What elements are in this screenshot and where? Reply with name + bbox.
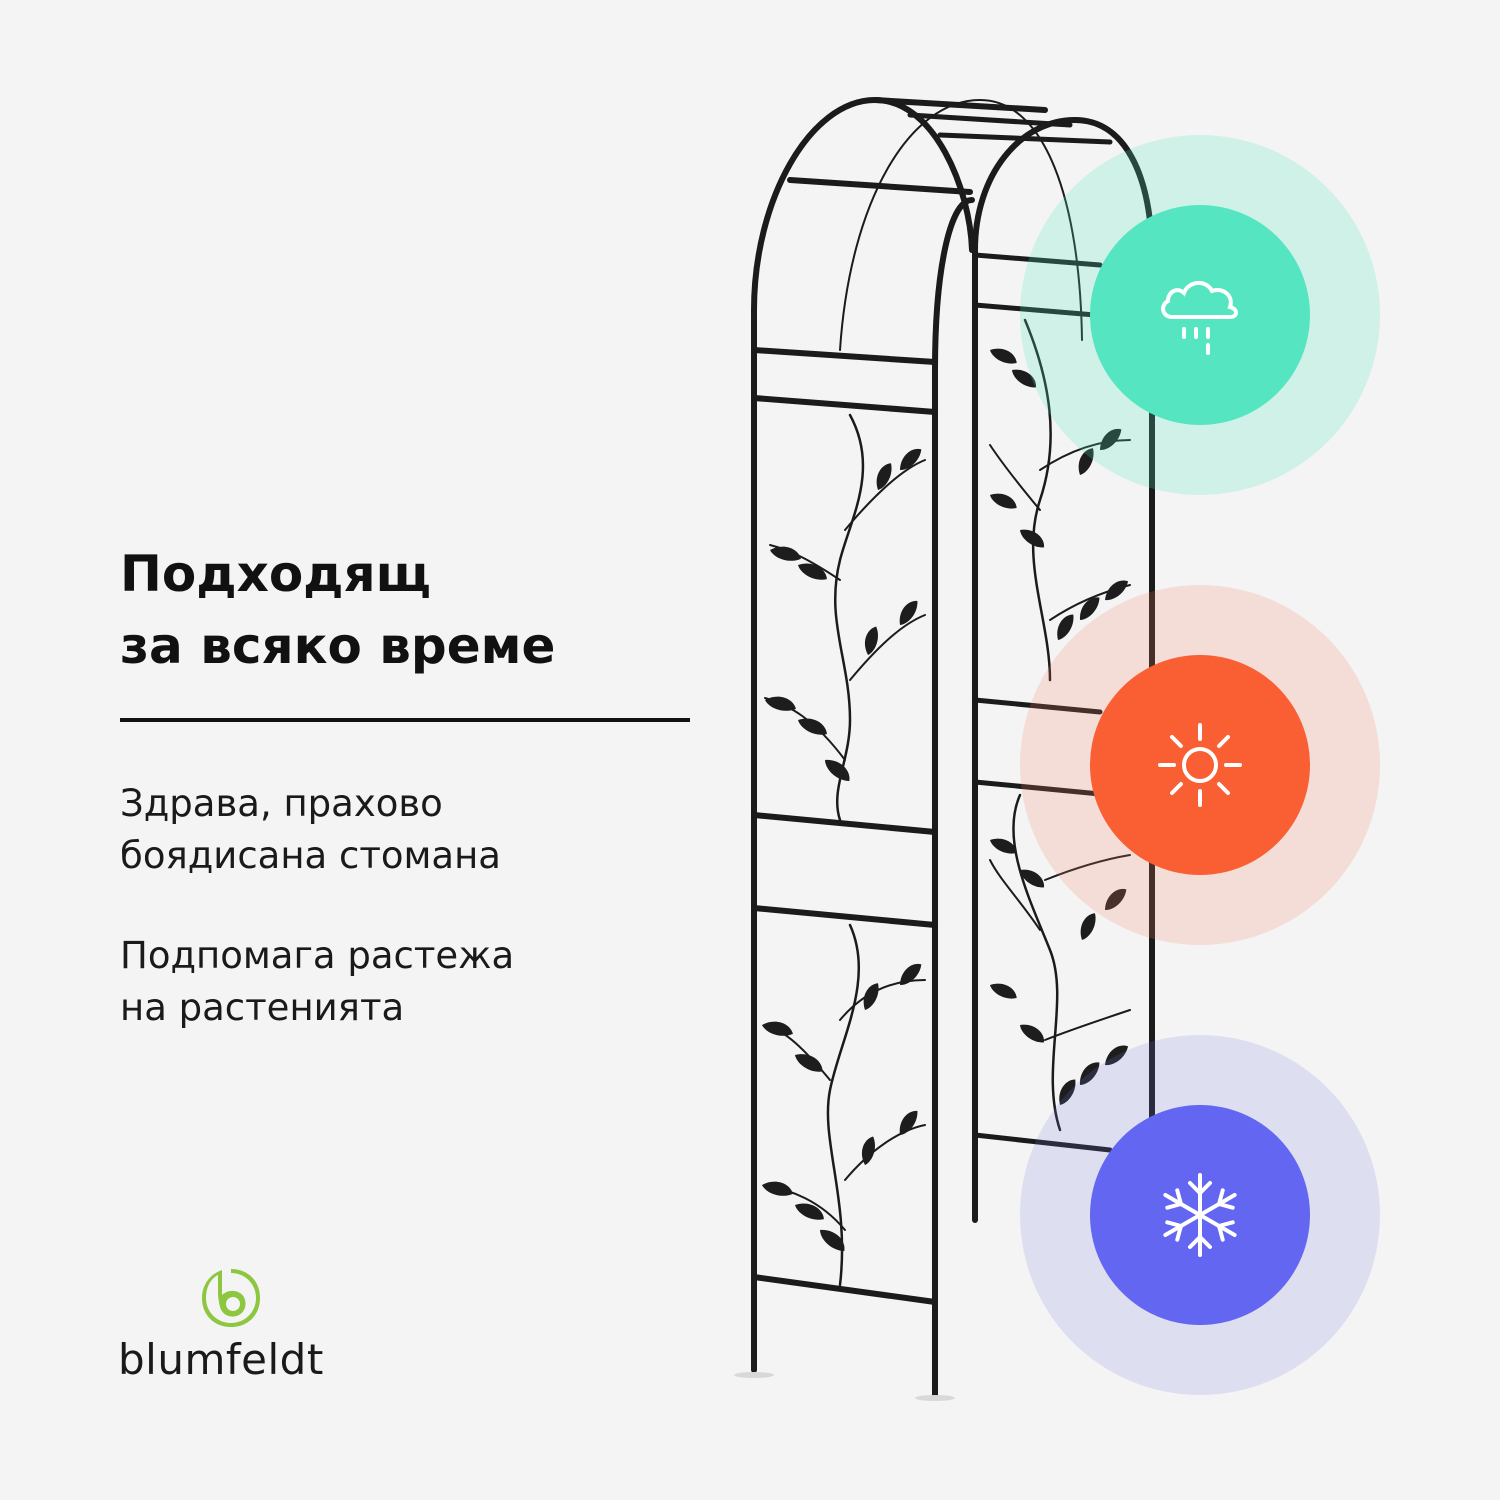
weather-badge-snow [1020,1035,1380,1395]
feature-growth-line-2: на растенията [120,986,405,1029]
divider [120,718,690,722]
feature-growth: Подпомага растежа на растенията [120,930,740,1034]
feature-steel: Здрава, прахово боядисана стомана [120,778,740,882]
sun-icon [1158,723,1242,807]
weather-badge-snow-circle [1090,1105,1310,1325]
snowflake-icon [1163,1173,1237,1257]
rain-cloud-icon [1161,281,1238,355]
feature-growth-line-1: Подпомага растежа [120,934,515,977]
headline-line-2: за всяко време [120,617,556,675]
headline-line-1: Подходящ [120,545,431,603]
garden-arch-illustration [734,96,1155,1401]
feature-steel-line-1: Здрава, прахово [120,782,443,825]
weather-badge-rain-circle [1090,205,1310,425]
brand-name: blumfeldt [118,1335,324,1384]
headline: Подходящ за всяко време [120,538,720,682]
weather-badge-rain [1020,135,1380,495]
weather-badge-sun [1020,585,1380,945]
brand-logo: blumfeldt [118,1265,358,1395]
blumfeldt-leaf-logo-icon [202,1269,260,1327]
weather-badge-sun-circle [1090,655,1310,875]
feature-steel-line-2: боядисана стомана [120,834,501,877]
